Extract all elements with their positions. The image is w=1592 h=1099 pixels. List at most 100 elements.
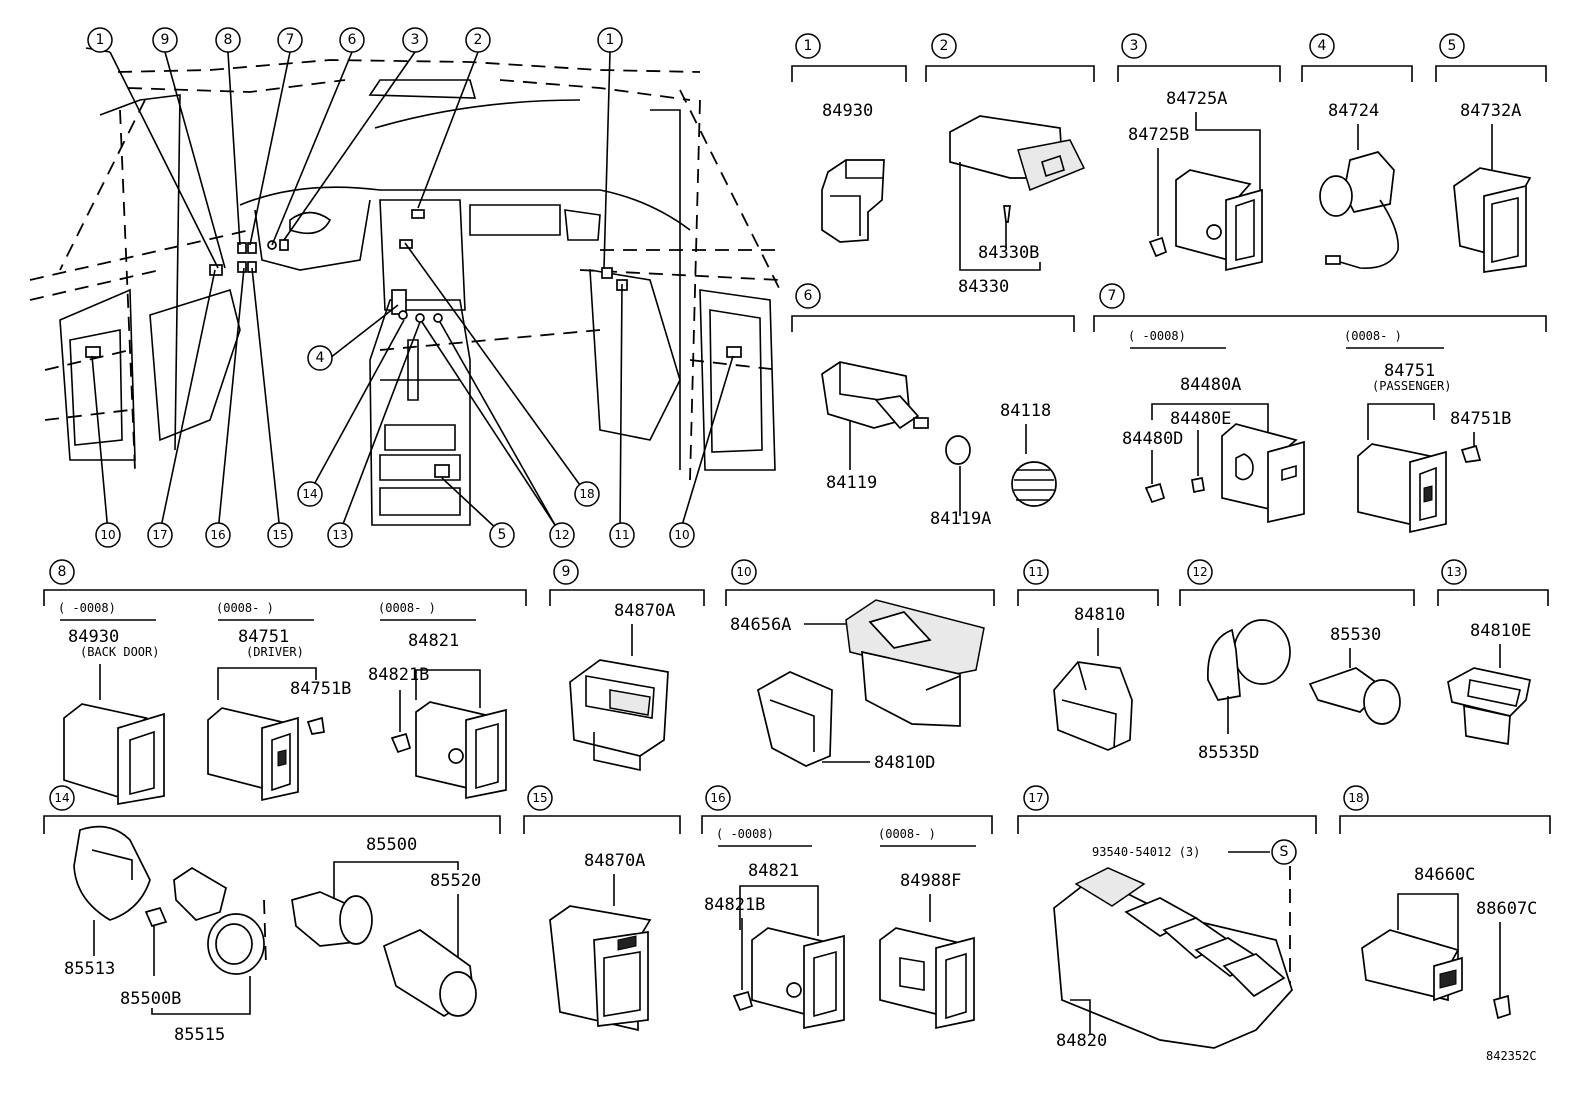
svg-text:5: 5 [1448,38,1457,54]
position-note: (BACK DOOR) [80,645,159,659]
part-number: 85520 [430,871,481,891]
svg-text:16: 16 [710,791,725,805]
svg-text:1: 1 [606,32,615,48]
part-number: 84119A [930,509,991,529]
svg-text:10: 10 [100,528,115,542]
part-number: 84930 [822,101,873,121]
part-number: 84751 [238,627,289,647]
part-number: 84118 [1000,401,1051,421]
part-number: 85513 [64,959,115,979]
part-number: 84821 [408,631,459,651]
section-9: 9 84870A [549,559,705,771]
callout-circle: 2 [465,27,491,53]
part-number: 85500B [120,989,181,1009]
svg-text:7: 7 [286,32,295,48]
svg-text:6: 6 [348,32,357,48]
section-11: 11 84810 [1017,559,1159,751]
callout-circle: 16 [205,522,231,548]
part-number: 84724 [1328,101,1379,121]
section-13: 13 84810E [1437,559,1549,746]
part-number: 84480E [1170,409,1231,429]
section-16: 16 ( -0008) (0008- ) 84821 84821B 84988F [701,785,993,1030]
callout-circle: 10 [669,522,695,548]
svg-text:1: 1 [96,32,105,48]
position-note: (PASSENGER) [1372,379,1451,393]
svg-text:18: 18 [1348,791,1363,805]
svg-text:13: 13 [1446,565,1461,579]
part-number: 84930 [68,627,119,647]
svg-text:12: 12 [554,528,569,542]
svg-text:9: 9 [562,564,571,580]
section-3: 3 84725A 84725B [1117,33,1281,272]
svg-text:4: 4 [316,350,325,366]
callout-circle: 8 [215,27,241,53]
part-number: 84660C [1414,865,1475,885]
part-number: 84810D [874,753,935,773]
svg-text:18: 18 [579,487,594,501]
part-number: 84330 [958,277,1009,297]
svg-text:S: S [1280,844,1289,860]
section-8: 8 ( -0008) (0008- ) (0008- ) 84930 (BACK… [43,559,527,806]
svg-text:3: 3 [1130,38,1139,54]
part-number: 84732A [1460,101,1521,121]
part-number: 85530 [1330,625,1381,645]
svg-text:7: 7 [1108,288,1117,304]
section-6: 6 84119 84119A 84118 [791,283,1075,529]
part-number: 84820 [1056,1031,1107,1051]
section-4: 4 84724 [1301,33,1413,269]
svg-text:11: 11 [1028,565,1043,579]
callout-circle: 7 [277,27,303,53]
svg-text:3: 3 [411,32,420,48]
screw-note: 93540-54012 (3) [1092,845,1200,859]
part-number: 84821B [368,665,429,685]
callout-circle: 6 [339,27,365,53]
section-1: 1 84930 [791,33,907,243]
part-number: 84870A [584,851,645,871]
callout-circle: 18 [574,481,600,507]
section-2: 2 84330B 84330 [925,33,1095,297]
svg-text:17: 17 [152,528,167,542]
part-number: 84480A [1180,375,1241,395]
section-5: 5 84732A [1435,33,1547,273]
svg-text:8: 8 [58,564,67,580]
callout-circle: 11 [609,522,635,548]
section-7: 7 ( -0008) (0008- ) 84480A 84480E 84480D… [1093,283,1547,534]
drawing-code: 842352C [1486,1049,1537,1063]
svg-text:12: 12 [1192,565,1207,579]
svg-text:9: 9 [161,32,170,48]
svg-text:2: 2 [474,32,483,48]
svg-text:13: 13 [332,528,347,542]
part-number: 88607C [1476,899,1537,919]
callout-circle: 3 [402,27,428,53]
interior-overview: 1 9 8 7 6 3 2 1 4 14 13 5 12 18 11 10 10… [29,27,781,548]
svg-text:11: 11 [614,528,629,542]
svg-text:2: 2 [940,38,949,54]
svg-text:14: 14 [54,791,69,805]
part-number: 84810E [1470,621,1531,641]
part-number: 84330B [978,243,1039,263]
part-number: 84725A [1166,89,1227,109]
callout-circle: 13 [327,522,353,548]
section-17: 17 93540-54012 (3) S 84820 [1017,785,1317,1051]
svg-text:10: 10 [736,565,751,579]
svg-text:15: 15 [532,791,547,805]
part-number: 85515 [174,1025,225,1045]
part-number: 84870A [614,601,675,621]
part-number: 84480D [1122,429,1183,449]
callout-circle: 4 [307,345,333,371]
callout-circle: 1 [87,27,113,53]
part-number: 84810 [1074,605,1125,625]
part-number: 84119 [826,473,877,493]
svg-text:15: 15 [272,528,287,542]
position-note: (DRIVER) [246,645,304,659]
callout-circle: 9 [152,27,178,53]
date-range-note: (0008- ) [1344,329,1402,343]
part-number: 84821B [704,895,765,915]
callout-circle: 12 [549,522,575,548]
date-range-note: (0008- ) [878,827,936,841]
date-range-note: (0008- ) [378,601,436,615]
date-range-note: (0008- ) [216,601,274,615]
part-number: 84725B [1128,125,1189,145]
callout-circle: 1 [597,27,623,53]
